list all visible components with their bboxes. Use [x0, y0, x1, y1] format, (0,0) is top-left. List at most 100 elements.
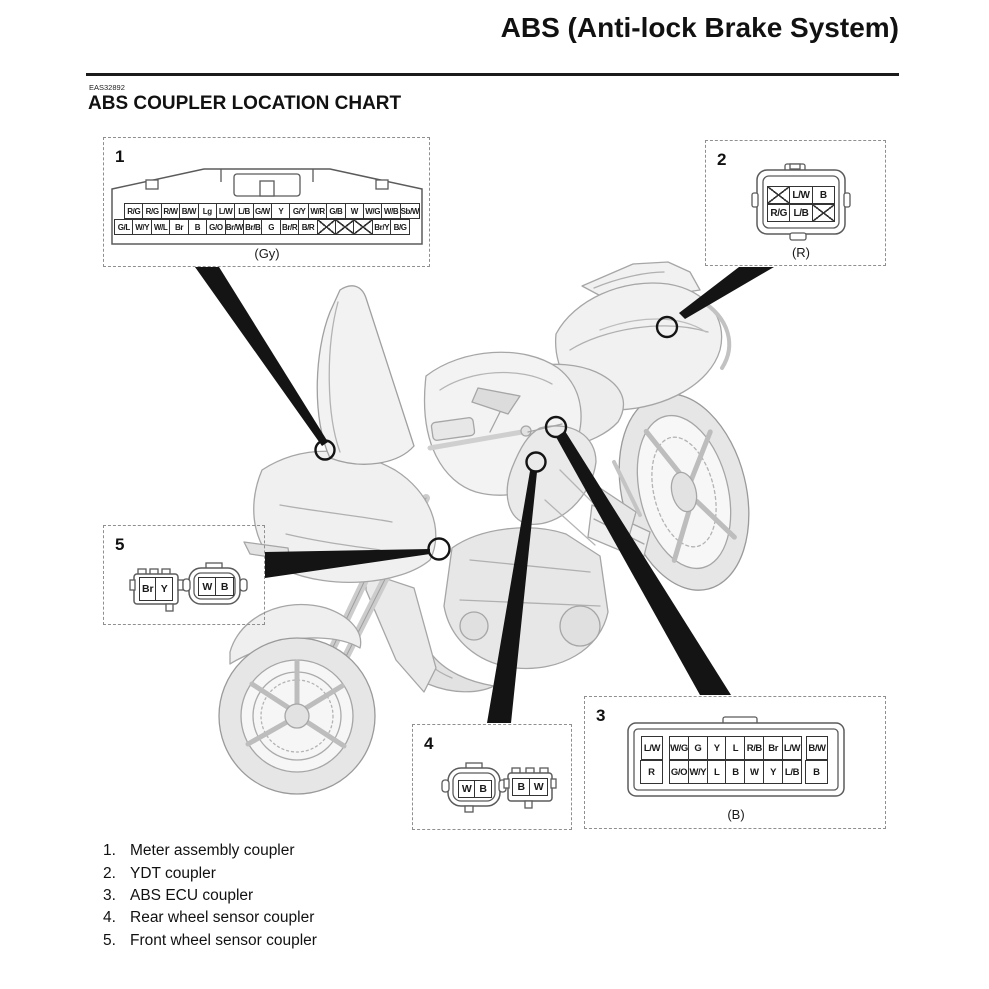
pin-cell: Br/B — [242, 219, 263, 235]
coupler-number-4: 4 — [424, 734, 434, 753]
page-title: ABS (Anti-lock Brake System) — [500, 12, 899, 43]
pin-cell — [316, 219, 337, 235]
legend-item-2: 2. YDT coupler — [103, 862, 317, 884]
pin-cell: W — [744, 760, 765, 784]
pin-cell: Br/W — [224, 219, 245, 235]
pin-cell: B — [187, 219, 208, 235]
legend-list: 1. Meter assembly coupler 2. YDT coupler… — [103, 840, 317, 952]
legend-item-number: 2. — [103, 864, 116, 882]
pin-cell: R/G — [124, 203, 144, 219]
legend-item-3: 3. ABS ECU coupler — [103, 885, 317, 907]
coupler-number-5: 5 — [115, 535, 125, 554]
pin-cell: Br — [763, 736, 784, 760]
pin-cell — [811, 204, 835, 222]
pin-cell: Br/Y — [371, 219, 392, 235]
section-title: ABS COUPLER LOCATION CHART — [88, 93, 402, 114]
pin-cell: L/B — [234, 203, 254, 219]
pin-cell: R/B — [744, 736, 765, 760]
pin-cell: G — [687, 736, 708, 760]
pin-cell: B/W — [806, 736, 828, 760]
pin-cell: G/W — [252, 203, 273, 219]
pin-cell: Y — [155, 577, 173, 601]
legend-item-label: ABS ECU coupler — [130, 886, 254, 904]
pin-cell: L/B — [781, 760, 802, 784]
legend-item-label: YDT coupler — [130, 864, 216, 882]
pin-cell: W/L — [150, 219, 171, 235]
legend-item-4: 4. Rear wheel sensor coupler — [103, 907, 317, 929]
pin-cell: W — [198, 577, 217, 596]
pin-cell: B — [811, 186, 835, 204]
legend-item-number: 3. — [103, 886, 116, 904]
pin-cell: W — [344, 203, 365, 219]
pin-cell: L/W — [789, 186, 813, 204]
coupler-number-3: 3 — [596, 706, 606, 725]
eas-code: EAS32892 — [89, 83, 125, 92]
pin-cell: L/W — [215, 203, 236, 219]
pin-cell: B — [215, 577, 234, 596]
legend-item-1: 1. Meter assembly coupler — [103, 840, 317, 862]
pin-cell: B — [725, 760, 746, 784]
header-rule — [86, 73, 899, 76]
pin-cell: Br — [139, 577, 157, 601]
pin-cell: L/W — [641, 736, 663, 760]
pin-cell: Br/R — [279, 219, 300, 235]
pin-cell: L — [706, 760, 727, 784]
connector-outline-5 — [129, 562, 248, 612]
legend-item-number: 1. — [103, 842, 116, 860]
coupler-color-label: (Gy) — [254, 246, 280, 261]
legend-item-number: 4. — [103, 909, 116, 927]
pin-cell: W/G — [362, 203, 383, 219]
legend-item-label: Meter assembly coupler — [130, 842, 295, 860]
pin-cell: Br — [169, 219, 189, 235]
pin-cell: Lg — [197, 203, 218, 219]
pin-cell: L — [725, 736, 746, 760]
pin-cell: B — [512, 778, 531, 796]
pin-cell: W/Y — [132, 219, 153, 235]
pin-cell: W/R — [307, 203, 328, 219]
pin-cell: B/G — [390, 219, 410, 235]
pin-cell — [353, 219, 374, 235]
pin-cell: G — [261, 219, 281, 235]
pin-cell: G/Y — [289, 203, 309, 219]
legend-item-label: Front wheel sensor coupler — [130, 931, 317, 949]
coupler-color-label: (B) — [727, 807, 745, 822]
pin-cell: L/B — [789, 204, 813, 222]
pin-cell: R/W — [160, 203, 181, 219]
legend-item-number: 5. — [103, 931, 116, 949]
pin-cell: B — [804, 760, 828, 784]
pin-cell: W/G — [669, 736, 690, 760]
pin-cell: W — [529, 778, 548, 796]
connector-outline-4 — [441, 762, 557, 813]
pin-cell: R/G — [142, 203, 162, 219]
pin-cell: R/G — [767, 204, 791, 222]
pin-cell: Y — [271, 203, 291, 219]
pin-cell: B — [474, 780, 492, 798]
pin-cell: L/W — [781, 736, 802, 760]
pin-cell: Sb/W — [399, 203, 421, 219]
coupler-number-1: 1 — [115, 147, 125, 166]
pin-cell: B/R — [298, 219, 318, 235]
pin-cell: R — [639, 760, 663, 784]
coupler-number-2: 2 — [717, 150, 727, 169]
pin-cell — [335, 219, 355, 235]
pin-cell: G/B — [326, 203, 346, 219]
pin-cell: G/L — [114, 219, 134, 235]
pin-cell: W/B — [381, 203, 401, 219]
pin-cell: B/W — [179, 203, 199, 219]
legend-item-label: Rear wheel sensor coupler — [130, 909, 315, 927]
